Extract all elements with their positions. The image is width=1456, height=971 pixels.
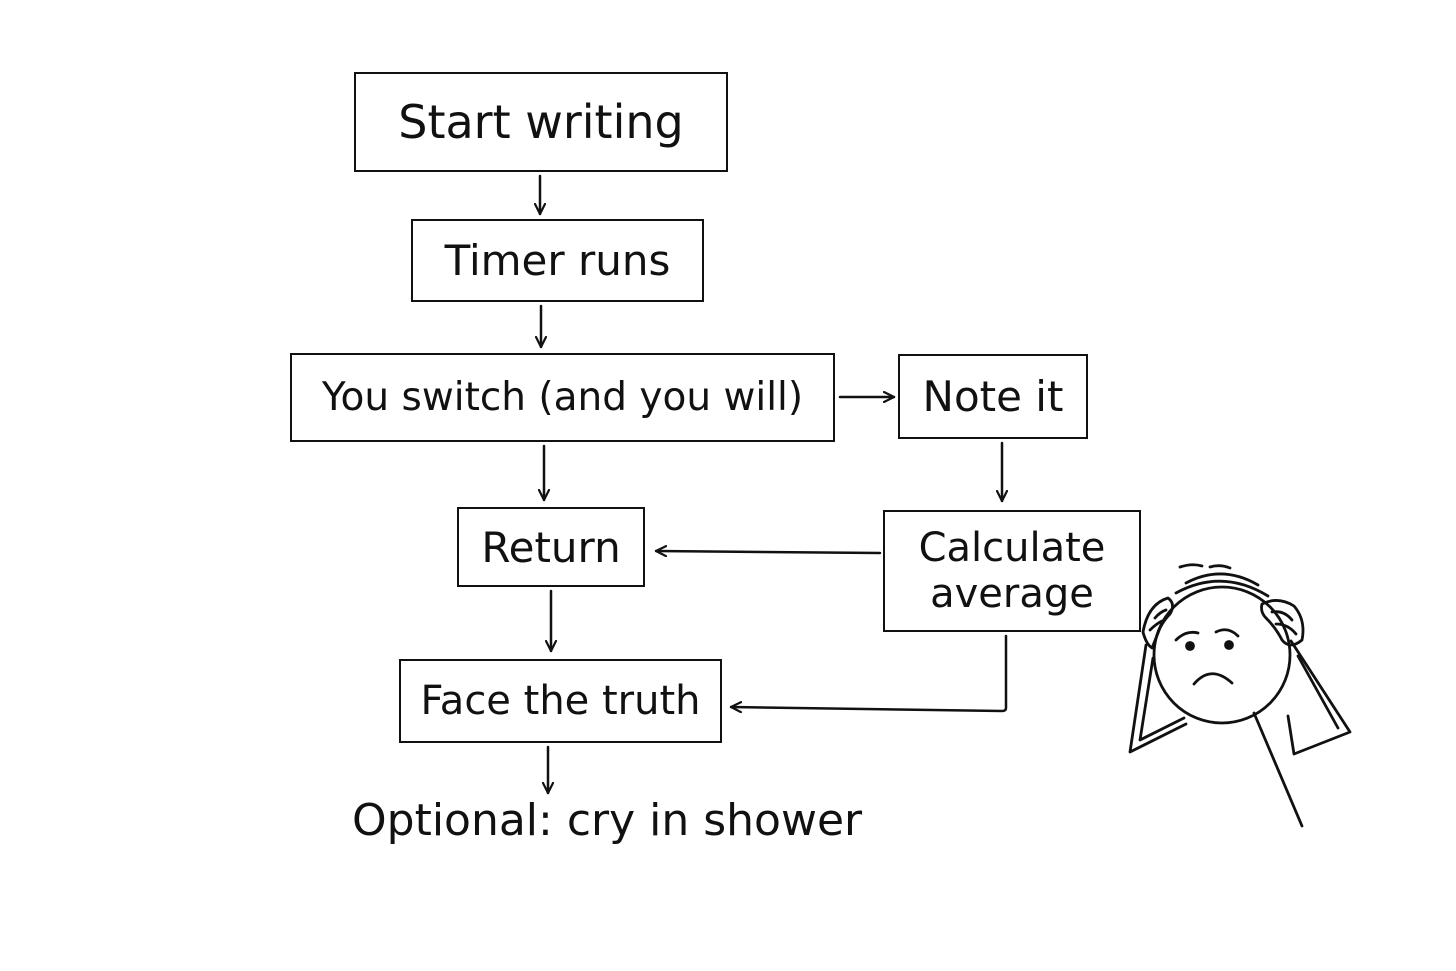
head-strain-icon xyxy=(1174,579,1270,598)
right-finger-icon xyxy=(1274,622,1298,636)
worry-mark-icon xyxy=(1208,564,1232,570)
node-note-it: Note it xyxy=(898,354,1088,439)
node-return: Return xyxy=(457,507,645,587)
head-strain-icon xyxy=(1184,572,1260,587)
left-arm-icon xyxy=(1128,643,1188,754)
node-face-the-truth: Face the truth xyxy=(399,659,722,743)
worried-stick-figure-icon xyxy=(1128,563,1352,828)
optional-note-text: Optional: cry in shower xyxy=(352,795,863,846)
node-start-writing: Start writing xyxy=(354,72,728,172)
edge-calculate-to-return xyxy=(654,551,882,553)
eye-right-icon xyxy=(1224,640,1234,650)
node-return-label: Return xyxy=(481,522,621,572)
node-start-writing-label: Start writing xyxy=(398,95,684,149)
node-timer-runs: Timer runs xyxy=(411,219,704,302)
left-finger-icon xyxy=(1153,608,1168,620)
node-you-switch-label: You switch (and you will) xyxy=(321,375,804,420)
node-calculate-average-line1: Calculate xyxy=(918,525,1106,571)
node-calculate-average-line2: average xyxy=(930,571,1094,617)
node-note-it-label: Note it xyxy=(922,372,1064,421)
body-icon xyxy=(1252,711,1304,828)
edge-calculate-to-face xyxy=(729,634,1008,711)
node-face-the-truth-label: Face the truth xyxy=(420,678,701,724)
node-calculate-average: Calculate average xyxy=(883,510,1141,632)
eye-left-icon xyxy=(1185,641,1195,651)
right-finger-icon xyxy=(1270,610,1294,622)
worry-mark-icon xyxy=(1178,563,1204,569)
left-arm-icon xyxy=(1138,656,1186,742)
head-icon xyxy=(1152,585,1292,725)
left-finger-icon xyxy=(1148,619,1164,632)
node-timer-runs-label: Timer runs xyxy=(444,236,671,285)
right-arm-icon xyxy=(1296,654,1340,730)
right-hand-icon xyxy=(1260,599,1305,647)
node-you-switch: You switch (and you will) xyxy=(290,353,835,442)
eyebrow-right-icon xyxy=(1214,628,1240,638)
right-arm-icon xyxy=(1286,639,1352,756)
frown-icon xyxy=(1192,672,1234,686)
eyebrow-left-icon xyxy=(1174,630,1200,642)
left-hand-icon xyxy=(1141,596,1174,650)
